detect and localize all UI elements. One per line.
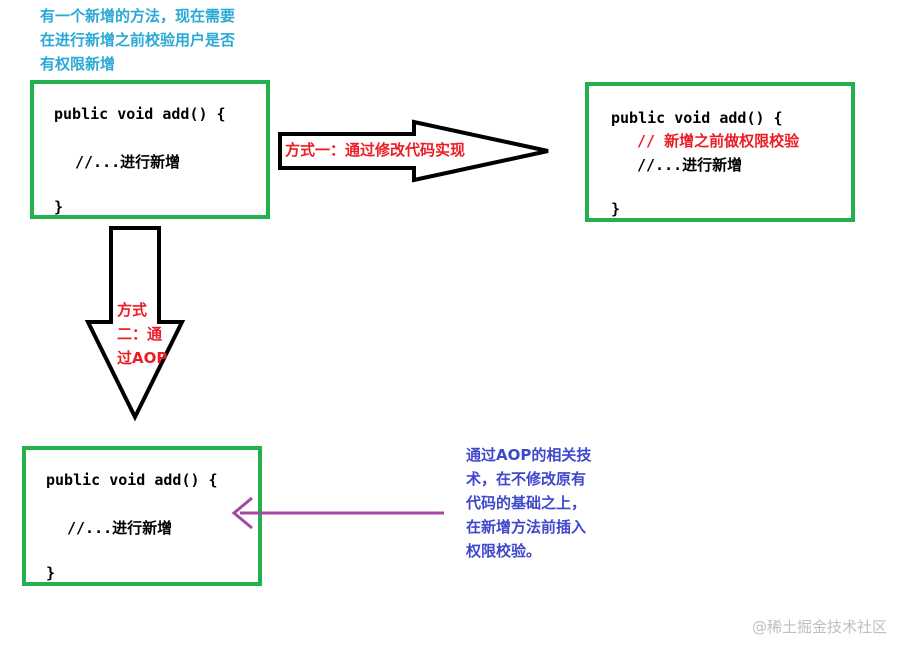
- method-body: //...进行新增: [67, 519, 173, 537]
- aop-note: 通过AOP的相关技 术，在不修改原有 代码的基础之上， 在新增方法前插入 权限校…: [466, 446, 592, 560]
- method-body: //...进行新增: [637, 156, 743, 174]
- modified-code-box: public void add() { // 新增之前做权限校验 //...进行…: [585, 82, 855, 222]
- method-signature: public void add() {: [611, 109, 783, 127]
- permission-check-comment: // 新增之前做权限校验: [637, 132, 800, 150]
- method-signature: public void add() {: [46, 471, 218, 489]
- way-one-label: 方式一：通过修改代码实现: [285, 141, 466, 159]
- watermark: @稀土掘金技术社区: [751, 618, 887, 636]
- original-code-box: public void add() { //...进行新增 }: [30, 80, 270, 219]
- method-signature: public void add() {: [54, 105, 226, 123]
- closing-brace: }: [46, 564, 56, 582]
- method-body: //...进行新增: [75, 153, 181, 171]
- way-two-label: 方式 二：通 过AOP: [117, 301, 168, 367]
- aop-code-box: public void add() { //...进行新增 }: [22, 446, 262, 586]
- closing-brace: }: [54, 198, 64, 216]
- top-note: 有一个新增的方法，现在需要 在进行新增之前校验用户是否 有权限新增: [40, 7, 236, 73]
- closing-brace: }: [611, 200, 621, 218]
